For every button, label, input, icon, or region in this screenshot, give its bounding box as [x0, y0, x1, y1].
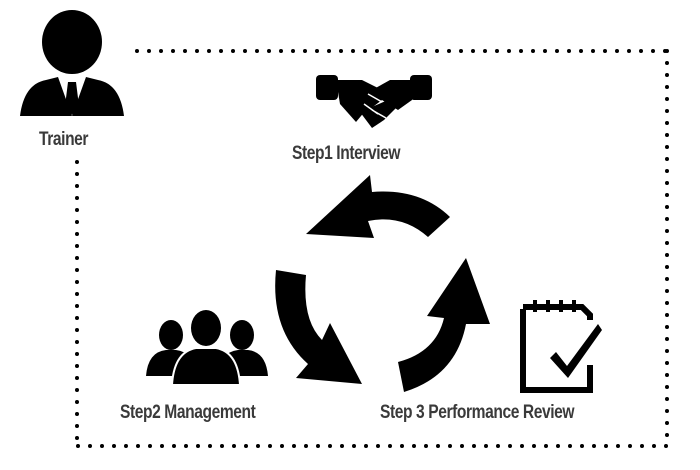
- team-icon: [146, 310, 268, 386]
- step1-label: Step1 Interview: [292, 143, 401, 164]
- step2-label: Step2 Management: [120, 402, 256, 423]
- cycle-arrow-right: [398, 258, 490, 392]
- businessman-icon: [20, 10, 124, 116]
- handshake-icon: [316, 75, 432, 128]
- trainer-label: Trainer: [39, 129, 89, 150]
- cycle-arrow-top: [306, 175, 450, 238]
- cycle-arrows-icon: [275, 175, 490, 392]
- step3-label: Step 3 Performance Review: [380, 402, 575, 423]
- cycle-arrow-left: [275, 270, 362, 384]
- checklist-notepad-icon: [520, 300, 602, 393]
- dotted-boundary: [75, 49, 669, 448]
